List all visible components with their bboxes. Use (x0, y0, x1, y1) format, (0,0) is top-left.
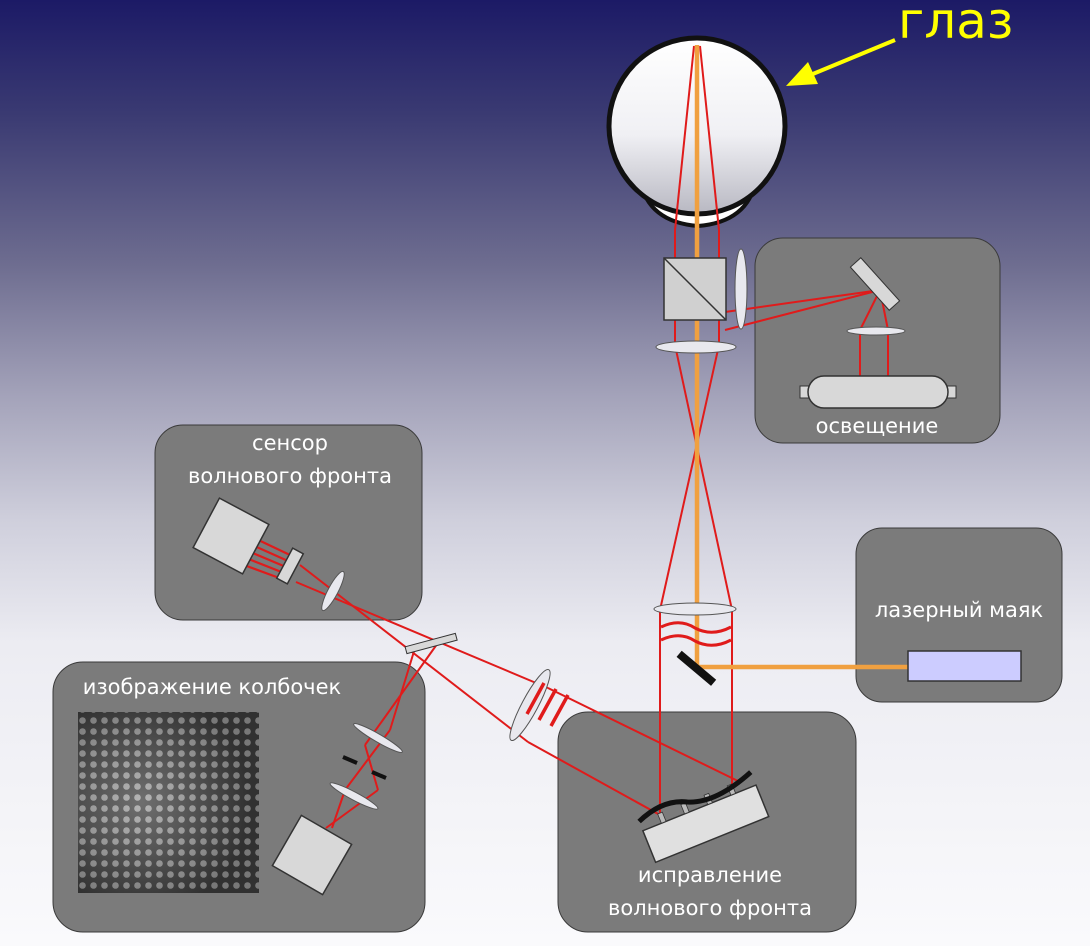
relay-wavefront-lines (525, 682, 570, 727)
beam-splitter-cube (663, 257, 727, 321)
wavefront-camera (192, 497, 270, 575)
wavefront-lines (660, 621, 732, 647)
pinhole (342, 755, 387, 780)
imaging-lens-1 (353, 723, 403, 753)
illumination-beams (724, 288, 889, 378)
correction-label-line1: исправление (638, 863, 782, 887)
eye-relay-lens (655, 340, 737, 354)
imaging-camera (271, 814, 353, 896)
illumination-label: освещение (816, 414, 939, 438)
laser-source (907, 650, 1022, 682)
main-beams (659, 45, 733, 815)
sensor-lens (321, 570, 345, 612)
illumination-panel (754, 237, 1001, 444)
sensor-label-line2: волнового фронта (188, 464, 392, 488)
dichroic-mirror (676, 650, 717, 686)
correction-label-line2: волнового фронта (608, 896, 812, 920)
output-beams (295, 564, 741, 829)
lamp (799, 375, 957, 409)
cone-mosaic-image (78, 712, 259, 893)
wavefront-sensor-panel (154, 424, 423, 621)
eye-label: глаз (898, 0, 1013, 50)
deformable-mirror (637, 770, 770, 864)
correction-lens (653, 602, 737, 616)
imaging-lens-2 (329, 782, 379, 810)
illumination-lens (846, 326, 906, 336)
cone-imaging-label: изображение колбочек (83, 675, 341, 699)
illumination-mirror (849, 257, 901, 311)
lenslet-array (275, 547, 305, 585)
side-lens (734, 248, 748, 330)
sensor-label-line1: сенсор (252, 431, 328, 455)
eye-arrow (786, 38, 896, 86)
laser-beacon-label: лазерный маяк (875, 598, 1043, 622)
pickoff-mirror (404, 632, 458, 655)
